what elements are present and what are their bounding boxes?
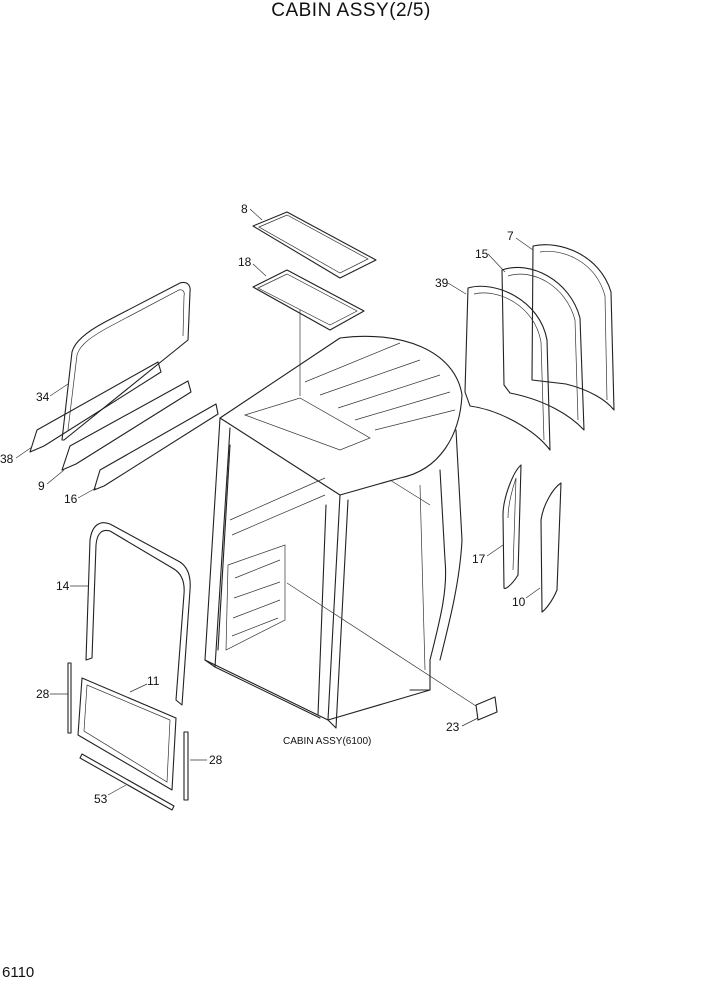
callout-8: 8 [241,202,248,216]
part-28-strip-right [183,731,189,801]
part-23-label [475,696,498,721]
part-7-rear-glass [531,244,615,411]
callout-7: 7 [507,229,514,243]
callout-14: 14 [56,579,70,593]
callout-28-right: 28 [209,753,223,767]
cabin-frame [204,335,463,729]
callout-labels: 8 18 7 15 39 34 38 9 16 17 10 14 11 28 2… [0,202,526,806]
leader-lines [15,208,541,796]
callout-10: 10 [512,595,526,609]
part-10-side-glass [540,482,562,613]
callout-18: 18 [238,255,252,269]
callout-16: 16 [64,492,78,506]
callout-17: 17 [472,552,486,566]
callout-34: 34 [36,390,50,404]
callout-28-left: 28 [36,687,50,701]
part-9-lower-glass [61,380,192,471]
callout-38: 38 [0,452,14,466]
part-16-strip [93,403,219,491]
callout-39: 39 [435,276,449,290]
page-title: CABIN ASSY(2/5) [271,0,431,21]
callout-9: 9 [38,479,45,493]
callout-15: 15 [475,247,489,261]
part-53-bottom-strip [79,753,175,811]
part-8-roof-glass [252,211,377,279]
part-18-roof-seal [252,269,365,331]
assembly-caption: CABIN ASSY(6100) [283,736,371,747]
callout-53: 53 [94,792,108,806]
part-34-upper-front-glass [61,281,191,441]
part-39-rear-frame-seal [464,285,551,451]
callout-23: 23 [446,720,460,734]
part-11-door-glass [77,677,177,791]
part-14-door-frame [85,522,191,706]
part-28-strip-left [67,662,72,734]
part-17-side-seal [502,464,522,589]
page-number: 6110 [2,964,35,981]
callout-11: 11 [147,674,160,688]
part-15-rear-seal [501,266,585,431]
part-38-seal-strip [29,361,162,453]
